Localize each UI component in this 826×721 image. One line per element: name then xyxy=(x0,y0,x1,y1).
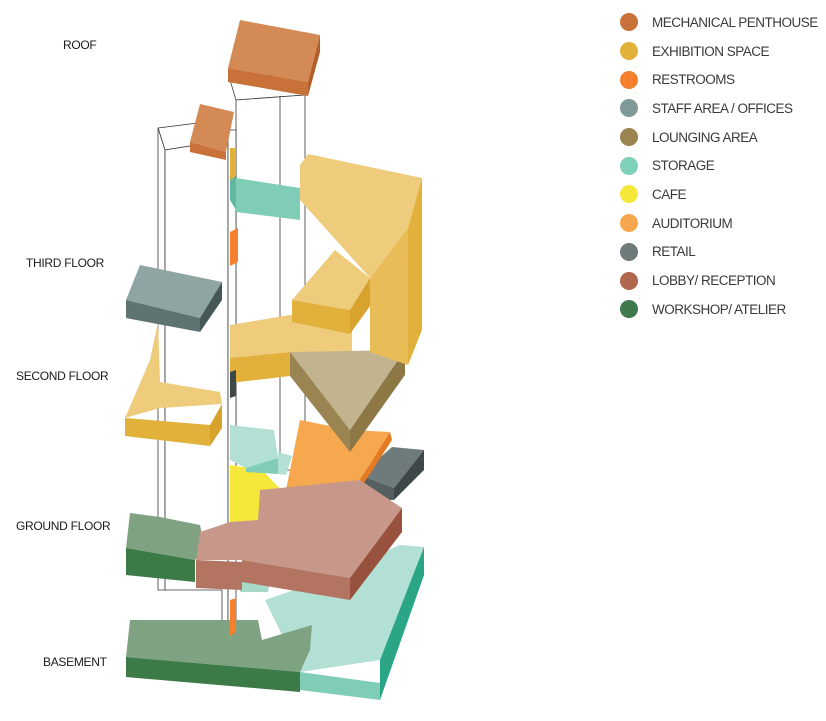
legend-item-lobby: LOBBY/ RECEPTION xyxy=(620,266,824,295)
legend-item-staff: STAFF AREA / OFFICES xyxy=(620,94,824,123)
ground-storage-side xyxy=(246,458,278,474)
penthouse-main-front xyxy=(228,68,308,96)
third-exhibition-back-top xyxy=(300,154,422,278)
second-exhibition-left-side xyxy=(210,404,222,446)
legend-item-cafe: CAFE xyxy=(620,180,824,209)
legend-label-lounging: LOUNGING AREA xyxy=(652,129,758,145)
third-exhibition-rear-strip xyxy=(230,148,236,180)
legend: MECHANICAL PENTHOUSE EXHIBITION SPACE REST… xyxy=(620,8,824,324)
ground-workshop-front xyxy=(126,548,195,582)
legend-item-lounging: LOUNGING AREA xyxy=(620,123,824,152)
ground-storage-top xyxy=(230,425,278,468)
third-storage-top xyxy=(236,178,300,220)
legend-item-workshop: WORKSHOP/ ATELIER xyxy=(620,295,824,324)
lounging-top xyxy=(290,350,405,430)
basement-workshop-top xyxy=(126,620,312,672)
legend-item-restrooms: RESTROOMS xyxy=(620,65,824,94)
auditorium-top xyxy=(286,420,390,490)
lobby-side xyxy=(350,508,402,600)
second-exhibition-mid-front xyxy=(230,352,290,383)
legend-swatch-restrooms xyxy=(620,70,638,89)
basement-level xyxy=(126,545,424,700)
staff-side xyxy=(200,282,222,332)
legend-swatch-auditorium xyxy=(620,214,638,233)
legend-swatch-exhibition xyxy=(620,42,638,61)
retail-top xyxy=(360,447,424,488)
basement-storage-front xyxy=(300,672,380,700)
legend-label-workshop: WORKSHOP/ ATELIER xyxy=(652,301,786,317)
lounging-side xyxy=(350,350,405,452)
legend-item-auditorium: AUDITORIUM xyxy=(620,209,824,238)
second-exhibition-left-front xyxy=(125,418,210,446)
lobby-top xyxy=(196,480,402,578)
legend-swatch-mechanical xyxy=(620,13,638,32)
legend-label-cafe: CAFE xyxy=(652,186,687,202)
floor-label-second-floor: SECOND FLOOR xyxy=(16,369,109,383)
legend-label-staff: STAFF AREA / OFFICES xyxy=(652,100,793,116)
lobby-front-left xyxy=(196,560,242,590)
penthouse-main-side xyxy=(308,35,320,96)
ground-storage-back xyxy=(278,452,292,475)
second-exhibition-left-top xyxy=(125,322,222,418)
legend-swatch-staff xyxy=(620,99,638,118)
staff-top xyxy=(126,265,222,318)
basement-storage-side xyxy=(380,547,424,700)
third-exhibition-back-side xyxy=(408,178,422,365)
third-floor-level xyxy=(126,148,422,365)
legend-label-auditorium: AUDITORIUM xyxy=(652,215,733,231)
legend-item-exhibition: EXHIBITION SPACE xyxy=(620,37,824,66)
floor-label-third-floor: THIRD FLOOR xyxy=(26,256,105,270)
second-restroom xyxy=(230,228,238,266)
roof-level xyxy=(190,20,320,160)
retail-side xyxy=(394,450,424,500)
basement-workshop-front xyxy=(126,657,300,692)
legend-swatch-cafe xyxy=(620,185,638,204)
staff-front xyxy=(126,300,200,332)
basement-restroom xyxy=(230,598,236,636)
floor-label-ground-floor: GROUND FLOOR xyxy=(16,519,111,533)
penthouse-small-front xyxy=(190,142,226,160)
lounging-front xyxy=(290,352,350,452)
legend-label-retail: RETAIL xyxy=(652,244,696,260)
auditorium-side xyxy=(360,432,392,486)
legend-swatch-lounging xyxy=(620,128,638,147)
legend-item-storage: STORAGE xyxy=(620,151,824,180)
third-exhibition-block-front xyxy=(292,300,350,334)
floor-label-basement: BASEMENT xyxy=(43,655,107,669)
legend-item-mechanical: MECHANICAL PENTHOUSE xyxy=(620,8,824,37)
legend-label-restrooms: RESTROOMS xyxy=(652,72,735,88)
third-exhibition-inner-side xyxy=(370,228,408,365)
legend-item-retail: RETAIL xyxy=(620,238,824,267)
ground-floor-level xyxy=(126,420,424,600)
lobby-front-right xyxy=(242,560,350,600)
legend-label-exhibition: EXHIBITION SPACE xyxy=(652,43,770,59)
third-exhibition-block-side xyxy=(350,278,370,334)
penthouse-small-top xyxy=(190,104,234,152)
penthouse-main-top xyxy=(228,20,320,82)
floor-label-roof: ROOF xyxy=(63,38,97,52)
legend-label-storage: STORAGE xyxy=(652,158,715,174)
legend-label-lobby: LOBBY/ RECEPTION xyxy=(652,273,776,289)
ground-workshop-top xyxy=(126,513,205,560)
legend-swatch-storage xyxy=(620,156,638,175)
legend-swatch-workshop xyxy=(620,300,638,319)
second-restroom-lower xyxy=(230,370,236,398)
legend-swatch-retail xyxy=(620,242,638,261)
legend-label-mechanical: MECHANICAL PENTHOUSE xyxy=(652,14,818,30)
legend-swatch-lobby xyxy=(620,271,638,290)
third-exhibition-block-top xyxy=(292,250,370,310)
